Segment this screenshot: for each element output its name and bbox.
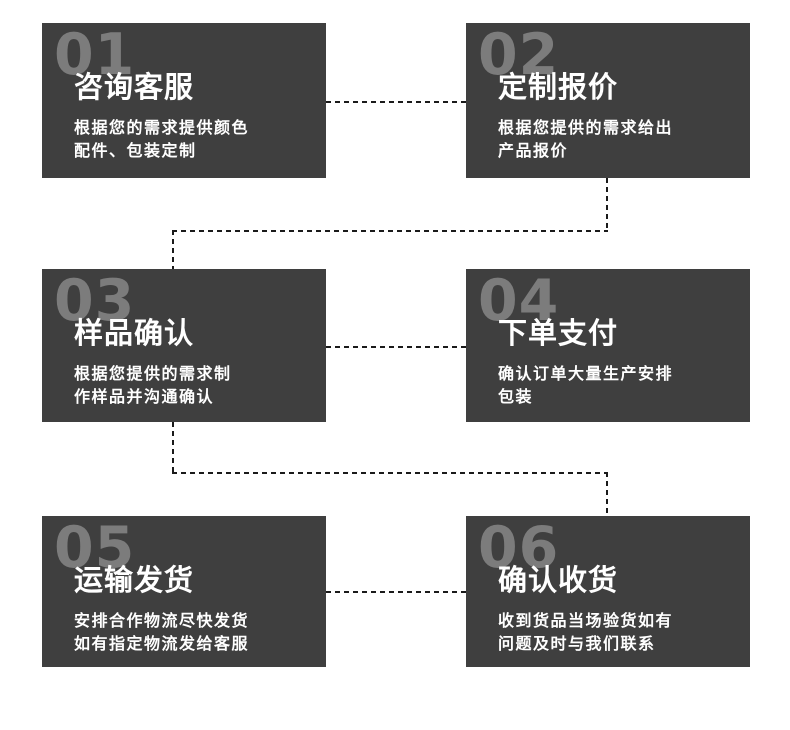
step-card-2: 02 定制报价 根据您提供的需求给出 产品报价 <box>466 23 750 178</box>
step-description: 安排合作物流尽快发货 如有指定物流发给客服 <box>74 609 316 655</box>
step-number: 05 <box>54 515 136 581</box>
connector-step2-down <box>606 178 608 232</box>
connector-step5-step6 <box>326 591 466 593</box>
step-desc-line-1: 根据您提供的需求制 <box>74 364 232 383</box>
step-desc-line-1: 根据您提供的需求给出 <box>498 118 674 137</box>
step-desc-line-1: 收到货品当场验货如有 <box>498 611 674 630</box>
step-description: 收到货品当场验货如有 问题及时与我们联系 <box>498 609 740 655</box>
step-desc-line-2: 问题及时与我们联系 <box>498 634 656 653</box>
connector-step1-step2 <box>326 101 466 103</box>
step-description: 根据您的需求提供颜色 配件、包装定制 <box>74 116 316 162</box>
step-desc-line-2: 如有指定物流发给客服 <box>74 634 250 653</box>
connector-row2-row3-across <box>172 472 608 474</box>
step-card-6: 06 确认收货 收到货品当场验货如有 问题及时与我们联系 <box>466 516 750 667</box>
step-desc-line-1: 根据您的需求提供颜色 <box>74 118 250 137</box>
step-description: 根据您提供的需求制 作样品并沟通确认 <box>74 362 316 408</box>
step-number: 04 <box>478 268 560 334</box>
step-number: 02 <box>478 22 560 88</box>
step-desc-line-2: 配件、包装定制 <box>74 141 197 160</box>
step-card-4: 04 下单支付 确认订单大量生产安排 包装 <box>466 269 750 422</box>
step-number: 03 <box>54 268 136 334</box>
step-desc-line-1: 确认订单大量生产安排 <box>498 364 674 383</box>
step-description: 确认订单大量生产安排 包装 <box>498 362 740 408</box>
step-title: 下单支付 <box>498 316 619 350</box>
step-desc-line-2: 产品报价 <box>498 141 569 160</box>
connector-step3-in <box>172 230 174 269</box>
step-title: 确认收货 <box>498 563 619 597</box>
step-number: 06 <box>478 515 560 581</box>
step-title: 定制报价 <box>498 70 619 104</box>
connector-step2-step3-across <box>172 230 608 232</box>
step-card-3: 03 样品确认 根据您提供的需求制 作样品并沟通确认 <box>42 269 326 422</box>
connector-step3-down <box>172 422 174 474</box>
connector-step3-step4 <box>326 346 466 348</box>
connector-step6-in <box>606 472 608 516</box>
step-title: 咨询客服 <box>74 70 195 104</box>
step-card-5: 05 运输发货 安排合作物流尽快发货 如有指定物流发给客服 <box>42 516 326 667</box>
step-description: 根据您提供的需求给出 产品报价 <box>498 116 740 162</box>
step-desc-line-2: 作样品并沟通确认 <box>74 387 215 406</box>
step-desc-line-1: 安排合作物流尽快发货 <box>74 611 250 630</box>
step-title: 运输发货 <box>74 563 195 597</box>
step-title: 样品确认 <box>74 316 195 350</box>
step-card-1: 01 咨询客服 根据您的需求提供颜色 配件、包装定制 <box>42 23 326 178</box>
step-desc-line-2: 包装 <box>498 387 534 406</box>
step-number: 01 <box>54 22 136 88</box>
